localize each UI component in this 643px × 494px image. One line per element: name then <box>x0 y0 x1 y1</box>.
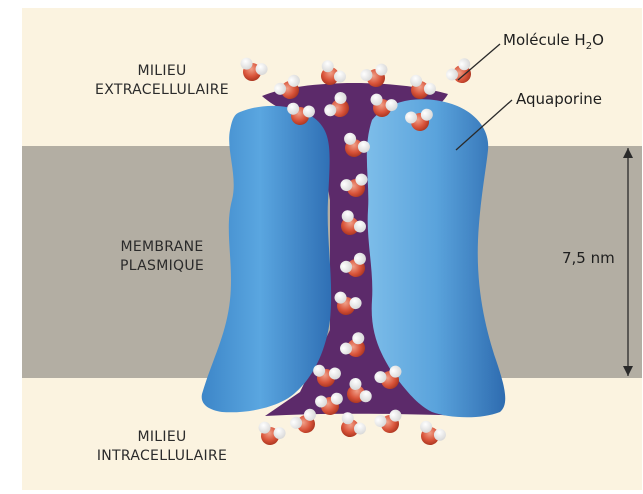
aquaporin-callout: Aquaporine <box>516 89 602 109</box>
membrane-thickness-label: 7,5 nm <box>562 248 615 268</box>
molecule-callout-prefix: Molécule H <box>503 31 586 49</box>
molecule-callout-suffix: O <box>592 31 604 49</box>
extracellular-label-line2: EXTRACELLULAIRE <box>62 81 262 100</box>
molecule-callout: Molécule H2O <box>503 30 604 57</box>
intracellular-label-line2: INTRACELLULAIRE <box>62 447 262 466</box>
intracellular-label: MILIEU INTRACELLULAIRE <box>62 428 262 466</box>
intracellular-label-line1: MILIEU <box>62 428 262 447</box>
membrane-label-line1: MEMBRANE <box>62 238 262 257</box>
membrane-label: MEMBRANE PLASMIQUE <box>62 238 262 276</box>
membrane-label-line2: PLASMIQUE <box>62 257 262 276</box>
extracellular-label: MILIEU EXTRACELLULAIRE <box>62 62 262 100</box>
extracellular-label-line1: MILIEU <box>62 62 262 81</box>
